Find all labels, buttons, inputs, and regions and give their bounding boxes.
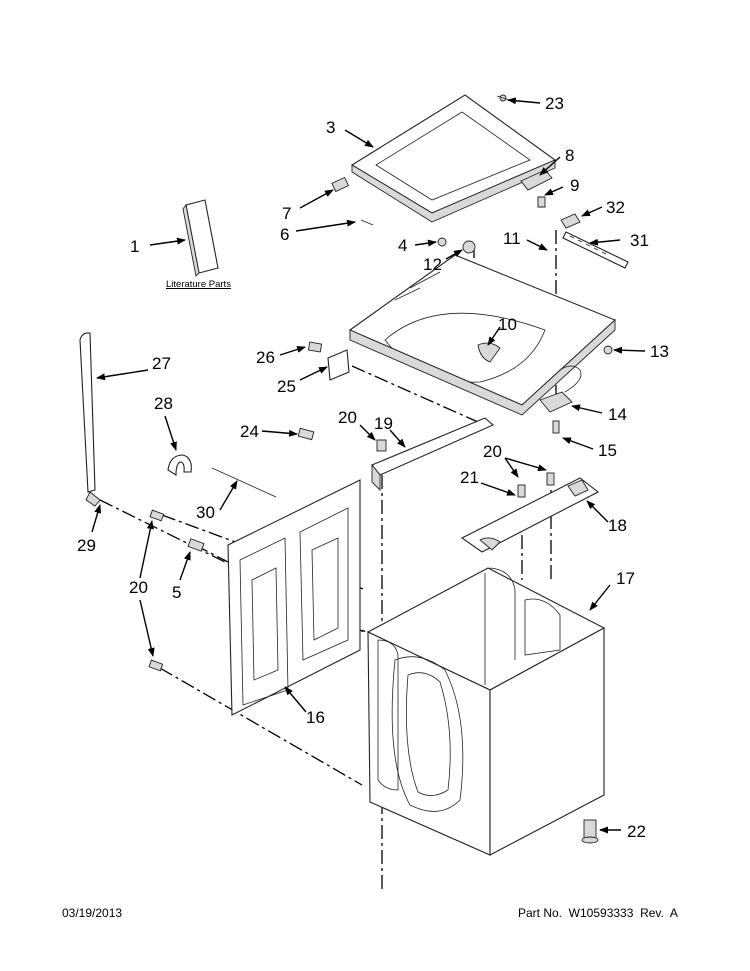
drain-hose	[79, 332, 101, 507]
leader-lines	[91, 97, 646, 834]
literature-parts-label: Literature Parts	[166, 279, 231, 290]
callout-6: 6	[280, 225, 289, 244]
callout-17: 17	[616, 569, 635, 588]
callout-12: 12	[423, 255, 442, 274]
callout-20-right: 20	[483, 442, 502, 461]
callout-14: 14	[608, 405, 627, 424]
callout-16: 16	[306, 708, 325, 727]
callout-23: 23	[545, 94, 564, 113]
callout-31: 31	[630, 231, 649, 250]
top-panel	[348, 254, 617, 416]
callout-20-left: 20	[129, 578, 148, 597]
callout-11: 11	[503, 229, 521, 248]
callout-18: 18	[608, 516, 627, 535]
literature-parts-book	[182, 199, 219, 277]
hinge-rod	[562, 231, 629, 269]
callout-1: 1	[130, 237, 139, 256]
footer-part-number: Part No. W10593333 Rev. A	[518, 906, 678, 920]
leveling-foot	[581, 819, 599, 844]
callout-24: 24	[240, 422, 259, 441]
callout-4: 4	[398, 236, 407, 255]
callout-20-upper: 20	[338, 408, 357, 427]
callout-3: 3	[326, 118, 335, 137]
callout-13: 13	[650, 342, 669, 361]
callout-26: 26	[256, 348, 275, 367]
callout-21: 21	[460, 468, 479, 487]
rear-bracket	[460, 472, 600, 553]
footer-date: 03/19/2013	[62, 906, 123, 920]
callout-25: 25	[277, 377, 296, 396]
callout-22: 22	[627, 822, 646, 841]
callout-27: 27	[152, 354, 171, 373]
callout-10: 10	[498, 315, 517, 334]
callout-7: 7	[282, 204, 291, 223]
cabinet	[366, 567, 606, 856]
rear-panel	[227, 479, 361, 716]
callout-28: 28	[154, 394, 173, 413]
callout-5: 5	[172, 583, 181, 602]
callout-15: 15	[598, 441, 617, 460]
callout-32: 32	[606, 198, 625, 217]
callout-29: 29	[77, 536, 96, 555]
callout-9: 9	[570, 176, 579, 195]
top-lid	[350, 94, 557, 223]
drain-clamp	[167, 454, 277, 498]
callout-30: 30	[196, 503, 215, 522]
rear-screws	[148, 509, 205, 672]
callout-numbers: 1 3 4 5 6 7 8 9 10 11 12 13 14 15 16 17 …	[77, 94, 669, 841]
front-rail	[297, 417, 495, 492]
callout-19: 19	[374, 414, 393, 433]
callout-8: 8	[565, 146, 574, 165]
bracket-25	[307, 341, 350, 381]
lid-switch	[539, 345, 613, 434]
